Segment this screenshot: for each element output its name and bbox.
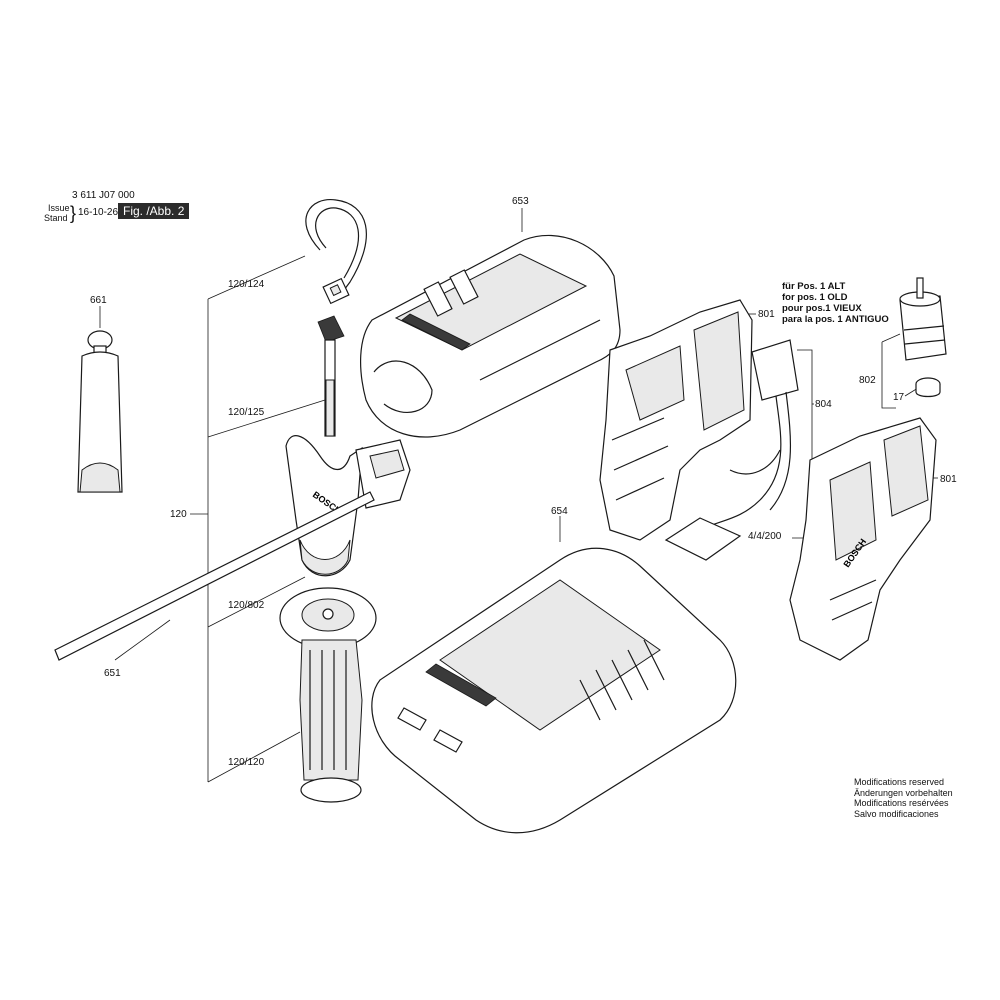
side-handle-assembly-120: BOSCH (285, 435, 411, 577)
figure-label: Fig. /Abb. 2 (118, 203, 190, 219)
housing-top-recess (883, 425, 929, 517)
charger-dock (439, 579, 661, 731)
housing-grip-recess (829, 461, 877, 561)
housing-ribs (829, 579, 877, 621)
modifications-line-de: Änderungen vorbehalten (854, 787, 953, 798)
issue-date: 16-10-26 (78, 207, 119, 218)
callout-17: 17 (893, 392, 905, 403)
callout-653: 653 (512, 196, 529, 207)
side-handle-120-802 (279, 587, 377, 803)
callout-4-4-200: 4/4/200 (748, 531, 782, 542)
callout-120-124: 120/124 (228, 279, 265, 290)
wire-2 (769, 391, 792, 511)
old-housing-inner-right (693, 311, 745, 431)
old-version-line-en: for pos. 1 OLD (782, 292, 848, 303)
depth-rod-651 (54, 491, 375, 661)
modifications-line-es: Salvo modificaciones (854, 808, 939, 819)
old-version-note: für Pos. 1 ALT for pos. 1 OLD pour pos.1… (782, 281, 889, 325)
handle-grip-lower (299, 539, 351, 575)
old-version-line-es: para la pos. 1 ANTIGUO (782, 314, 889, 325)
charger-vents (579, 639, 665, 721)
bracket-804 (792, 349, 813, 539)
battery-contact-strip (401, 313, 471, 351)
callout-651: 651 (104, 668, 121, 679)
leader-120-802 (207, 576, 306, 628)
housing-old-801 (599, 299, 753, 541)
charger-654 (371, 547, 737, 834)
old-version-line-fr: pour pos.1 VIEUX (782, 303, 862, 314)
grip-body (299, 639, 363, 781)
modifications-line-en: Modifications reserved (854, 777, 945, 787)
leader-802-motor (881, 333, 901, 343)
motor-bands (903, 325, 946, 345)
leader-120-120 (207, 731, 301, 783)
old-housing-ribs (611, 417, 669, 501)
bolt-thread (325, 379, 335, 437)
depth-stop-face (369, 449, 405, 479)
charger-contact-grille (425, 663, 497, 707)
modifications-line-fr: Modifications resérvées (854, 798, 949, 808)
switch-module (751, 339, 799, 401)
leader-120-125 (207, 399, 326, 438)
motor-shaft (916, 277, 924, 299)
bearing-17 (915, 377, 941, 398)
charger-led-1 (397, 707, 427, 731)
band-loop-inner (315, 207, 360, 279)
callout-120-120: 120/120 (228, 757, 265, 768)
band-clip-slot (329, 284, 342, 297)
battery-terminal-a (423, 281, 453, 317)
battery-release-button (373, 360, 433, 413)
callout-804: 804 (815, 399, 832, 410)
bolt-head (317, 315, 345, 343)
callout-120-802: 120/802 (228, 600, 265, 611)
terminal-plate (664, 517, 742, 561)
battery-shell (360, 234, 621, 438)
callout-801-old-housing: 801 (758, 309, 775, 320)
tube-body (77, 351, 123, 493)
old-housing-inner-left (625, 345, 685, 421)
depth-rod (54, 491, 375, 661)
charger-led-2 (433, 729, 463, 753)
document-number: 3 611 J07 000 (72, 190, 135, 201)
callout-802: 802 (859, 375, 876, 386)
leader-651 (114, 619, 171, 661)
issue-label: Issue (48, 203, 70, 213)
callout-120: 120 (170, 509, 187, 520)
bearing-side (915, 384, 941, 398)
wire-1 (699, 395, 782, 531)
clamp-band-120-124 (305, 199, 367, 305)
wire-3 (729, 449, 781, 475)
battery-terminal-b (449, 269, 479, 305)
callout-120-125: 120/125 (228, 407, 265, 418)
stand-label: Stand (44, 213, 68, 223)
switch-wiring-804 (664, 339, 799, 561)
modifications-note: Modifications reserved Änderungen vorbeh… (854, 777, 953, 819)
housing-801: BOSCH (789, 417, 937, 661)
old-version-line-de: für Pos. 1 ALT (782, 281, 846, 292)
callout-654: 654 (551, 506, 568, 517)
bolt-120-125 (317, 315, 345, 437)
callout-801-housing: 801 (940, 474, 957, 485)
tube-crimp (79, 462, 121, 493)
callout-661: 661 (90, 295, 107, 306)
band-loop (305, 199, 367, 299)
motor-802 (899, 277, 947, 361)
handle-clamp-body (285, 435, 363, 577)
battery-seam (479, 319, 601, 381)
grip-texture (309, 650, 347, 770)
grease-tube-661 (77, 330, 123, 493)
bracket-802 (881, 342, 896, 409)
grip-flange-hole (322, 608, 334, 620)
grip-end-cap (300, 777, 362, 803)
leader-120-124 (207, 255, 306, 300)
brace-glyph: } (70, 203, 77, 223)
battery-pack-653 (360, 234, 621, 438)
